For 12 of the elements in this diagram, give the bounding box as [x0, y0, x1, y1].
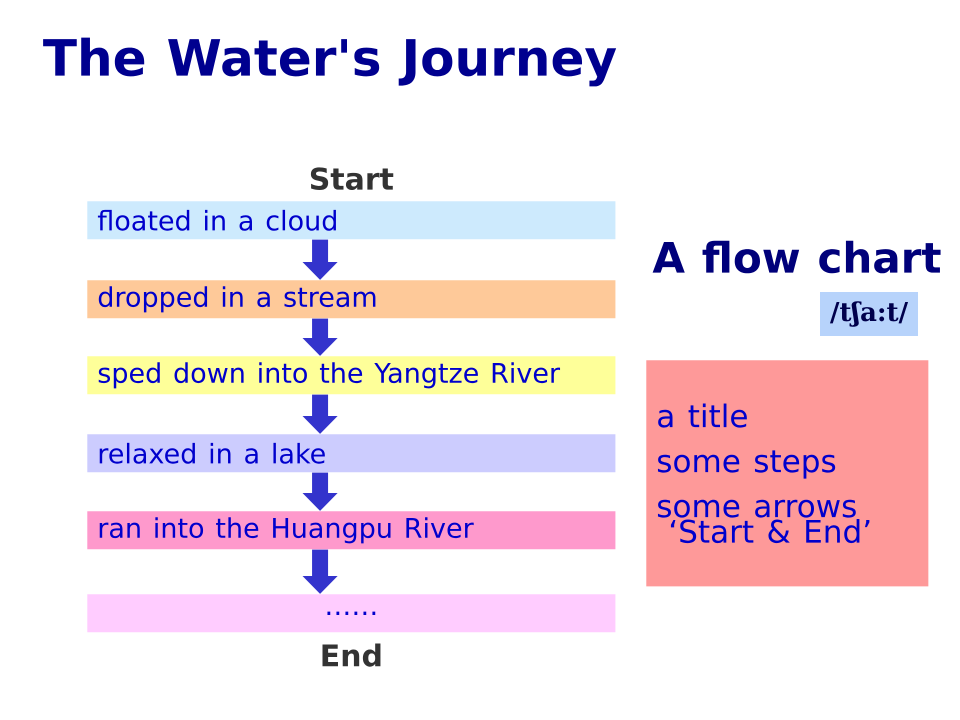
step-band: ran into the Huangpu River — [87, 511, 616, 550]
step-band: dropped in a stream — [87, 280, 616, 318]
step-band: relaxed in a lake — [87, 434, 616, 472]
phonetic-box: /tʃa:t/ — [820, 292, 918, 336]
note-box: a title some steps some arrows ‘Start & End’ — [646, 360, 928, 586]
step-band: sped down into the Yangtze River — [87, 356, 616, 394]
end-label: End — [322, 644, 380, 667]
step-band: …… — [87, 594, 616, 632]
chart-heading: A flow chart — [652, 240, 941, 274]
step-band: floated in a cloud — [87, 201, 616, 240]
start-label: Start — [310, 167, 394, 190]
title: The Water's Journey — [43, 38, 616, 86]
